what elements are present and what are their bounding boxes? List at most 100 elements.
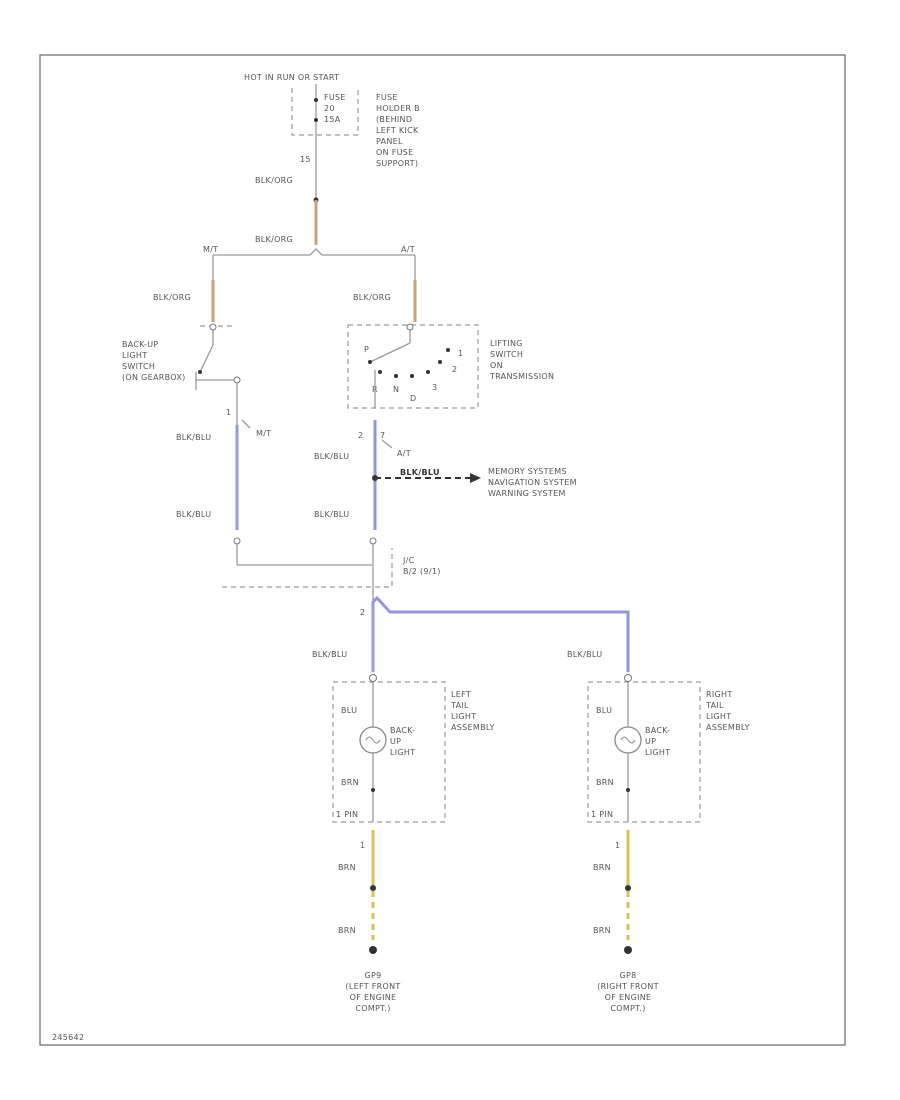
branch-dest-1: MEMORY SYSTEMS [488, 467, 567, 476]
diagram-frame [39, 54, 846, 1046]
left-lamp-pin-top [369, 674, 377, 682]
jc-box [222, 548, 393, 588]
fuse-top-node [314, 98, 318, 102]
jc-line-1: J/C [402, 556, 415, 565]
pin-15-label: 15 [300, 155, 311, 164]
pin-mid-7: 7 [380, 431, 385, 440]
lifting-switch-arm [369, 342, 411, 363]
left-brn-label-b: BRN [338, 863, 356, 872]
left-brn-label-c: BRN [338, 926, 356, 935]
left-pin-ground: 1 PIN [336, 810, 358, 819]
wire-label-left-blu2: BLK/BLU [176, 510, 211, 519]
left-column-pin [233, 537, 241, 545]
right-tail-line-1: RIGHT [706, 690, 733, 699]
mt-label: M/T [203, 245, 218, 254]
fuse-holder-line-6: ON FUSE [376, 148, 414, 157]
wire-label-right-org: BLK/ORG [353, 293, 391, 302]
wire-label-left-org: BLK/ORG [153, 293, 191, 302]
backup-switch-line-3: SWITCH [122, 362, 155, 371]
wire-label-lamp-left: BLK/BLU [312, 650, 347, 659]
pin-left-1: 1 [226, 408, 231, 417]
fuse-holder-line-4: LEFT KICK [376, 126, 419, 135]
lift-contact-d [410, 374, 414, 378]
fuse-holder-line-2: HOLDER B [376, 104, 420, 113]
left-bulb-line-3: LIGHT [390, 748, 415, 757]
right-ground-line-4: COMPT.) [610, 1004, 645, 1013]
right-bulb-line-3: LIGHT [645, 748, 670, 757]
lifting-switch-line-2: SWITCH [490, 350, 523, 359]
lifting-switch-line-3: ON [490, 361, 503, 370]
at-small-label: A/T [397, 449, 411, 458]
branch-arrow-icon [470, 473, 481, 483]
right-tail-light-box [587, 681, 701, 823]
wire-label-mid-blu2: BLK/BLU [314, 510, 349, 519]
left-bulb-filament [365, 736, 381, 744]
lift-contact-3 [426, 370, 430, 374]
jc-line-2: B/2 (9/1) [403, 567, 441, 576]
wire-label-top-2: BLK/ORG [255, 235, 293, 244]
left-blu-label: BLU [341, 706, 357, 715]
left-tail-light-box [332, 681, 446, 823]
lift-letter-3: 3 [432, 383, 437, 392]
right-brn-label-b: BRN [593, 863, 611, 872]
left-bulb-line-1: BACK- [390, 726, 415, 735]
fuse-holder-box [291, 88, 359, 136]
right-ground-line-2: (RIGHT FRONT [597, 982, 659, 991]
lift-letter-d: D [410, 394, 416, 403]
fuse-holder-line-5: PANEL [376, 137, 403, 146]
mt-small-label: M/T [256, 429, 271, 438]
right-tail-line-2: TAIL [705, 701, 724, 710]
left-tail-line-2: TAIL [450, 701, 469, 710]
lift-letter-p: P [364, 345, 369, 354]
lifting-switch-pin-top [406, 323, 414, 331]
wire-label-lamp-right: BLK/BLU [567, 650, 602, 659]
right-lamp-pin-top [624, 674, 632, 682]
left-ground-line-3: OF ENGINE [350, 993, 397, 1002]
right-ground-icon [624, 946, 632, 954]
lift-contact-r [378, 370, 382, 374]
left-tail-line-1: LEFT [451, 690, 471, 699]
left-pin-1: 1 [360, 841, 365, 850]
backup-switch-line-1: BACK-UP [122, 340, 158, 349]
lifting-switch-box [347, 324, 479, 409]
at-connector-mark [381, 439, 393, 449]
right-pin-1: 1 [615, 841, 620, 850]
mid-column-pin [369, 537, 377, 545]
wire-blk-blu-lamps [371, 595, 630, 672]
lift-contact-p [368, 360, 372, 364]
backup-switch-pin-bottom [233, 376, 241, 384]
lift-contact-1 [446, 348, 450, 352]
wire-label-left-blu1: BLK/BLU [176, 433, 211, 442]
left-ground-splice [370, 885, 376, 891]
backup-switch-line-2: LIGHT [122, 351, 147, 360]
lift-letter-1: 1 [458, 349, 463, 358]
right-bulb-line-2: UP [645, 737, 656, 746]
fuse-bottom-node [314, 118, 318, 122]
branch-dest-3: WARNING SYSTEM [488, 489, 566, 498]
mt-connector-mark [241, 419, 251, 429]
backup-switch-line-4: (ON GEARBOX) [122, 373, 186, 382]
lifting-switch-line-4: TRANSMISSION [489, 372, 554, 381]
wire-label-top-1: BLK/ORG [255, 176, 293, 185]
right-ground-splice [625, 885, 631, 891]
wire-label-mid-blu1: BLK/BLU [314, 452, 349, 461]
right-ground-line-3: OF ENGINE [605, 993, 652, 1002]
pin-mid-2: 2 [358, 431, 363, 440]
right-bulb-filament [620, 736, 636, 744]
lift-letter-n: N [393, 385, 399, 394]
left-bulb-line-2: UP [390, 737, 401, 746]
pin-jc-label: 2 [360, 608, 365, 617]
right-brn-label-c: BRN [593, 926, 611, 935]
left-ground-line-1: GP9 [364, 971, 381, 980]
fuse-holder-line-3: (BEHIND [376, 115, 412, 124]
right-blu-label: BLU [596, 706, 612, 715]
right-pin-ground: 1 PIN [591, 810, 613, 819]
lift-contact-n [394, 374, 398, 378]
left-ground-line-4: COMPT.) [355, 1004, 390, 1013]
left-lamp-ground-node [371, 788, 375, 792]
lift-contact-2 [438, 360, 442, 364]
right-lamp-ground-node [626, 788, 630, 792]
fuse-holder-line-1: FUSE [376, 93, 398, 102]
right-bulb-line-1: BACK- [645, 726, 670, 735]
